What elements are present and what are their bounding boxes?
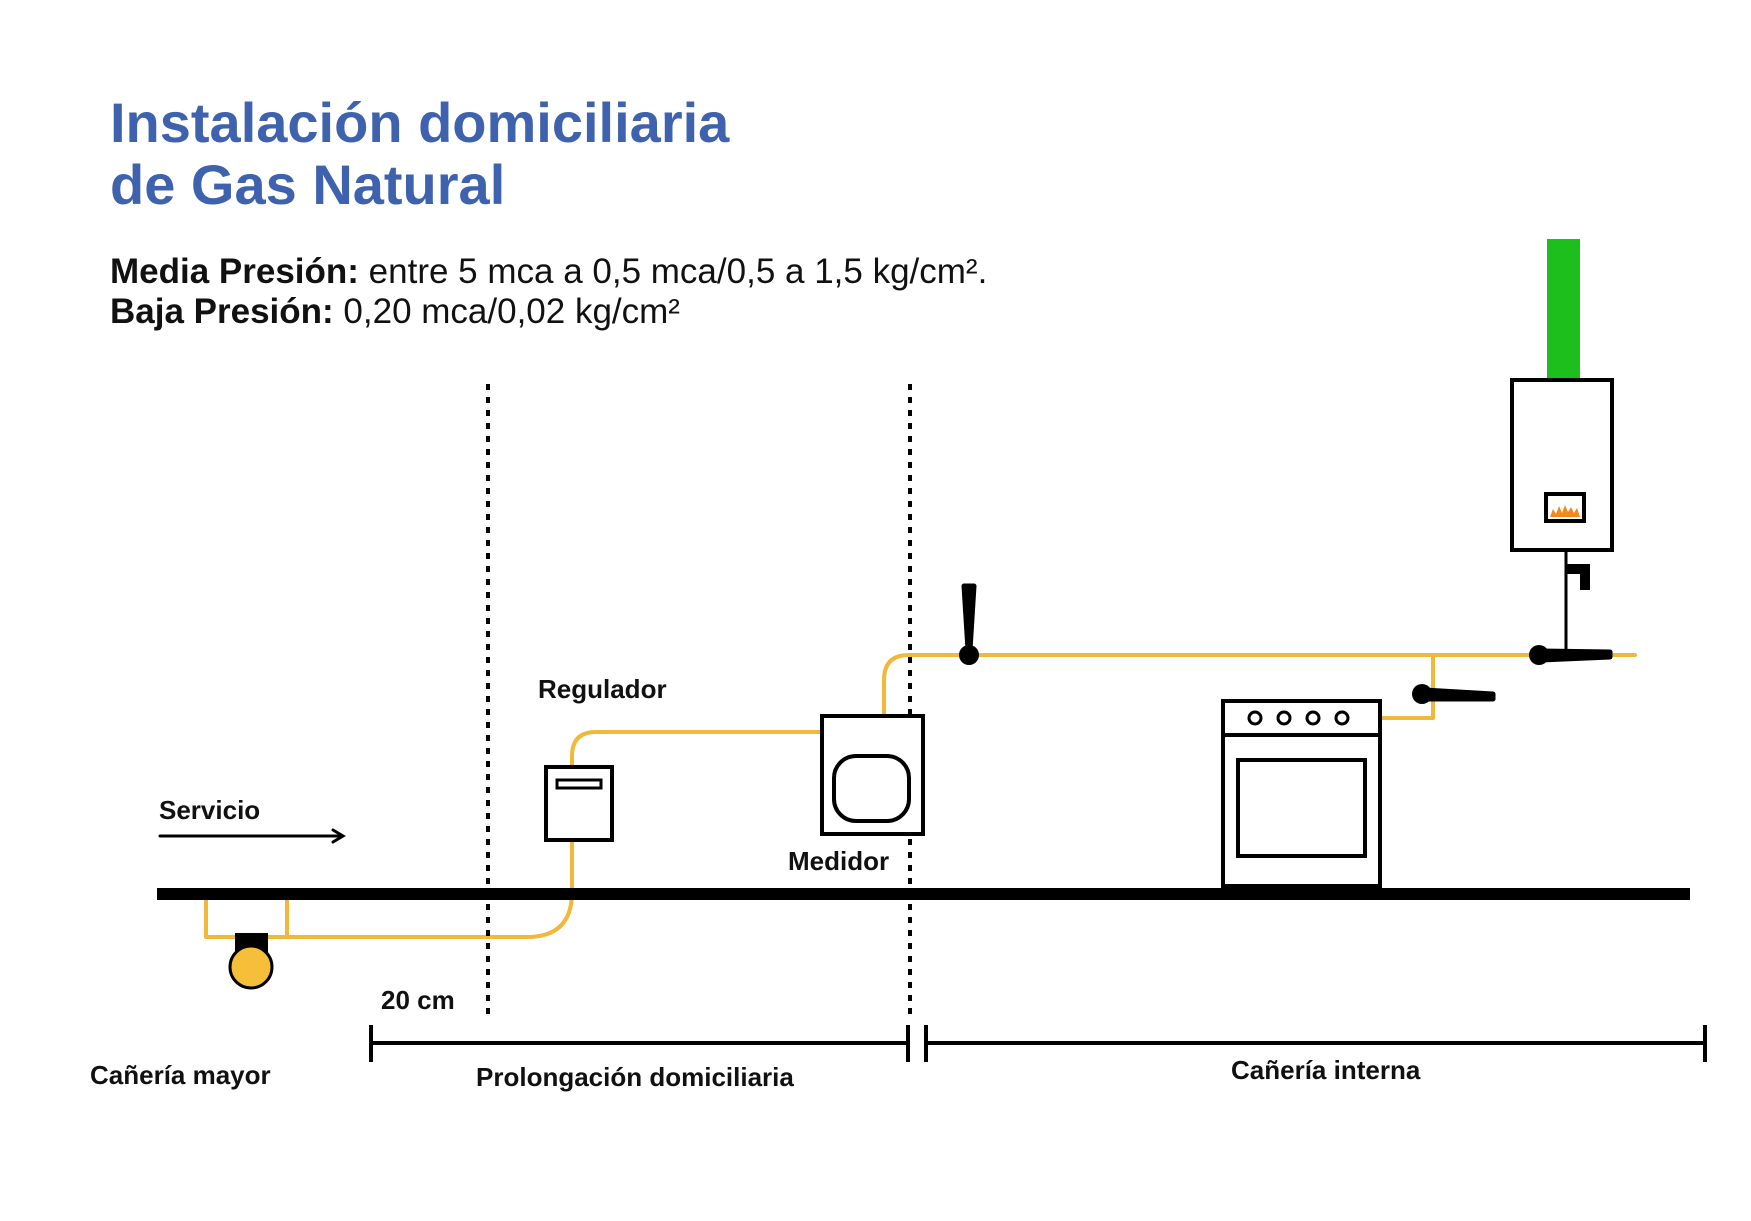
low-pressure-line: Baja Presión: 0,20 mca/0,02 kg/cm² [110, 292, 987, 332]
heater-water-outlet [1566, 564, 1590, 590]
gas-meter-icon [820, 714, 925, 836]
stove-valve-icon [1412, 684, 1496, 704]
extension-label: Prolongación domiciliaria [476, 1062, 794, 1092]
low-pressure-value: 0,20 mca/0,02 kg/cm² [333, 292, 680, 331]
heater-valve-icon [1529, 645, 1613, 665]
water-heater-icon [1510, 378, 1614, 552]
ground-line [157, 888, 1690, 900]
service-label: Servicio [159, 795, 261, 825]
low-pressure-label: Baja Presión: [110, 292, 334, 331]
stove-branch-pipe [1380, 653, 1435, 720]
main-pipe-label: Cañería mayor [90, 1060, 271, 1090]
pressure-info: Media Presión: entre 5 mca a 0,5 mca/0,5… [110, 252, 987, 332]
main-pipe-connector [204, 895, 289, 939]
flame-icon [1550, 505, 1580, 517]
regulator-icon [544, 765, 614, 842]
service-arrow-icon [158, 828, 346, 844]
internal-pipe-label: Cañería interna [1231, 1055, 1421, 1085]
meter-outlet-pipe [882, 653, 1637, 718]
medium-pressure-value: entre 5 mca a 0,5 mca/0,5 a 1,5 kg/cm². [358, 252, 988, 291]
chimney-flue [1547, 239, 1580, 379]
stove-burner-knob [1305, 710, 1321, 726]
stove-burner-knob [1276, 710, 1292, 726]
internal-dimension-bracket [924, 1025, 1707, 1062]
medium-pressure-label: Media Presión: [110, 252, 359, 291]
regulator-outlet-pipe [570, 730, 824, 767]
medium-pressure-line: Media Presión: entre 5 mca a 0,5 mca/0,5… [110, 252, 987, 292]
main-pipe [228, 933, 274, 990]
stove-icon [1221, 699, 1382, 888]
stove-burner-knob [1247, 710, 1263, 726]
title-line-2: de Gas Natural [110, 153, 506, 216]
title-line-1: Instalación domiciliaria [110, 91, 730, 154]
stove-oven-door [1236, 758, 1367, 858]
main-valve-icon [959, 583, 979, 665]
stove-burner-knob [1334, 710, 1350, 726]
distance-label: 20 cm [381, 985, 455, 1015]
main-pipe-circle [228, 944, 274, 990]
extension-dimension-bracket [369, 1025, 910, 1062]
regulator-label: Regulador [538, 674, 667, 704]
page-title: Instalación domiciliaria de Gas Natural [110, 92, 729, 216]
meter-label: Medidor [788, 846, 890, 876]
